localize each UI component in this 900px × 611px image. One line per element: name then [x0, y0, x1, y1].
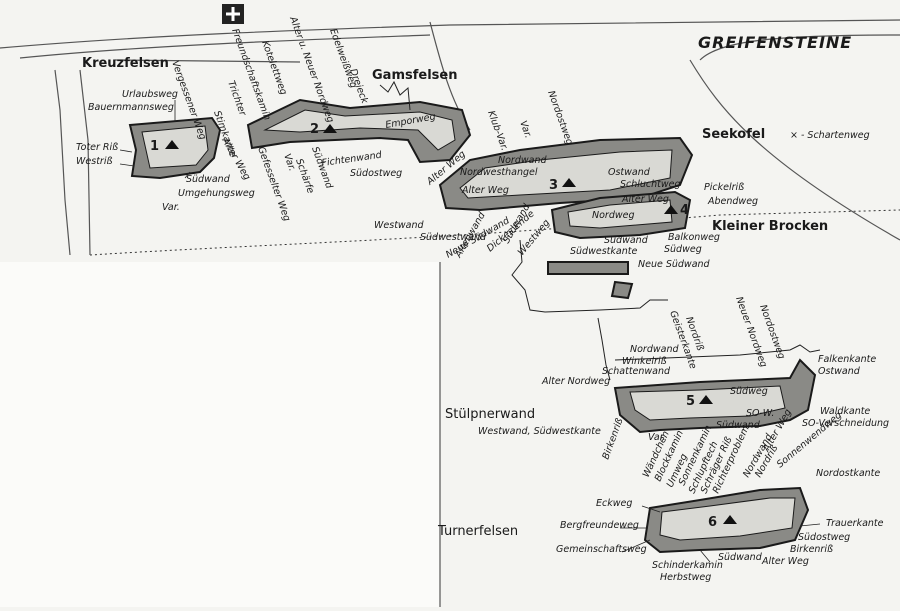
rock-tiny-block	[610, 280, 634, 300]
route-label: Nordostweg	[545, 89, 575, 146]
route-label: Pickelriß	[704, 182, 744, 193]
route-label: Waldkante	[820, 406, 870, 417]
route-label: Südwand	[604, 235, 649, 246]
gamsfelsen-cliff-hatch	[379, 80, 411, 111]
route-label: Westwand	[374, 220, 425, 231]
wall-left	[54, 69, 71, 256]
route-label: Var.	[162, 202, 180, 213]
route-label: Abendweg	[707, 196, 758, 207]
route-label: Fichtenwand	[321, 150, 383, 169]
area-gamsfelsen: Gamsfelsen	[372, 68, 457, 83]
route-label: Umgehungsweg	[178, 188, 255, 199]
summit-number-5: 5	[686, 394, 695, 409]
blank-paper-region	[0, 262, 440, 607]
route-label: Gemeinschaftsweg	[556, 544, 647, 555]
route-label: Südwand	[186, 174, 231, 185]
route-label: Bauernmannsweg	[88, 102, 174, 113]
route-label: Trichter	[225, 79, 248, 118]
legend-schartenweg: × - Schartenweg	[790, 130, 870, 141]
route-label: Nordwesthangel	[460, 167, 538, 178]
summit-number-6: 6	[708, 515, 717, 530]
area-stulpnerwand: Stülpnerwand	[445, 407, 535, 422]
area-kreuzfelsen: Kreuzfelsen	[82, 56, 169, 71]
area-kleiner-brocken: Kleiner Brocken	[712, 219, 828, 234]
route-label: Nordweg	[592, 210, 635, 221]
route-label: Herbstweg	[660, 572, 711, 583]
route-label: Balkonweg	[668, 232, 720, 243]
route-label: Klub-Var.	[485, 109, 510, 152]
rock-kleiner-brocken-top	[567, 199, 673, 229]
route-label: Winkelriß	[622, 356, 667, 367]
summit-icon-3	[562, 178, 576, 187]
route-label: Var.	[517, 119, 533, 139]
route-label: Alter Weg	[461, 185, 509, 196]
stulpnerwand-north-hatch	[614, 344, 821, 361]
wall-left-2	[79, 69, 91, 256]
route-label: Westwand, Südwestkante	[478, 426, 601, 437]
summit-icon-4	[664, 205, 678, 214]
route-label: Südwestkante	[570, 246, 637, 257]
route-label: Var.	[281, 152, 297, 172]
rock-gamsfelsen-top	[263, 109, 456, 151]
route-label: Ostwand	[818, 366, 861, 377]
summit-icon-2	[323, 124, 337, 133]
route-label: SO-W.	[746, 408, 774, 419]
route-label: Westriß	[76, 156, 112, 167]
road-top-inner	[19, 34, 431, 59]
summit-icon-1	[165, 140, 179, 149]
map-title: GREIFENSTEINE	[698, 33, 852, 52]
route-label: Südwand	[718, 552, 763, 563]
route-label: Schluchtweg	[620, 179, 681, 190]
wall-kreuz-top	[114, 59, 301, 63]
summit-icon-6	[723, 515, 737, 524]
area-seekofel: Seekofel	[702, 127, 765, 142]
summit-number-3: 3	[549, 178, 558, 193]
route-label: Südwestwand	[420, 232, 487, 243]
route-label: Alter Nordweg	[541, 376, 610, 387]
area-turnerfelsen: Turnerfelsen	[437, 524, 518, 539]
route-label: Falkenkante	[818, 354, 876, 365]
route-label: Ostwand	[608, 167, 651, 178]
route-label: Birkenriß	[790, 544, 833, 555]
summit-number-4: 4	[680, 203, 689, 218]
route-label: Schattenwand	[602, 366, 671, 377]
rock-small-block	[547, 261, 629, 275]
road-right-top	[699, 34, 900, 61]
connector-hatch	[511, 239, 668, 313]
route-label: Südostweg	[798, 532, 850, 543]
route-label: Alter Weg	[621, 194, 669, 205]
route-label: Schärfe	[293, 157, 316, 195]
summit-number-2: 2	[310, 122, 319, 137]
leader-lines-turnerfelsen	[620, 505, 821, 563]
route-label: Birkenriß	[600, 417, 625, 461]
route-label: Kotelettweg	[259, 39, 289, 96]
route-label: SO-Verschneidung	[802, 418, 889, 429]
route-label: Eckweg	[596, 498, 632, 509]
rock-seekofel-top	[459, 149, 673, 199]
road-top	[0, 19, 900, 49]
route-label: Bergfreundeweg	[560, 520, 639, 531]
route-label: Südwand	[716, 420, 761, 431]
route-label: Schinderkamin	[652, 560, 723, 571]
route-label: Südweg	[664, 244, 702, 255]
route-label: Nordostkante	[816, 468, 880, 479]
route-label: Toter Riß	[76, 142, 118, 153]
route-label: Südweg	[730, 386, 768, 397]
road-right	[689, 59, 900, 241]
cross-symbol	[226, 7, 240, 21]
route-label: Alter Weg	[761, 556, 809, 567]
leader-lines-kreuzfelsen	[119, 100, 191, 179]
route-label: Nordwand	[498, 155, 547, 166]
route-label: Südostweg	[350, 168, 402, 179]
route-label: Nordwand	[630, 344, 679, 355]
summit-number-1: 1	[150, 139, 159, 154]
stulpnerwand-approach	[597, 317, 611, 381]
route-label: Trauerkante	[826, 518, 884, 529]
route-label: Urlaubsweg	[122, 89, 178, 100]
route-label: Var.	[648, 432, 666, 443]
summit-icon-5	[699, 395, 713, 404]
route-label: Neue Südwand	[638, 259, 711, 270]
